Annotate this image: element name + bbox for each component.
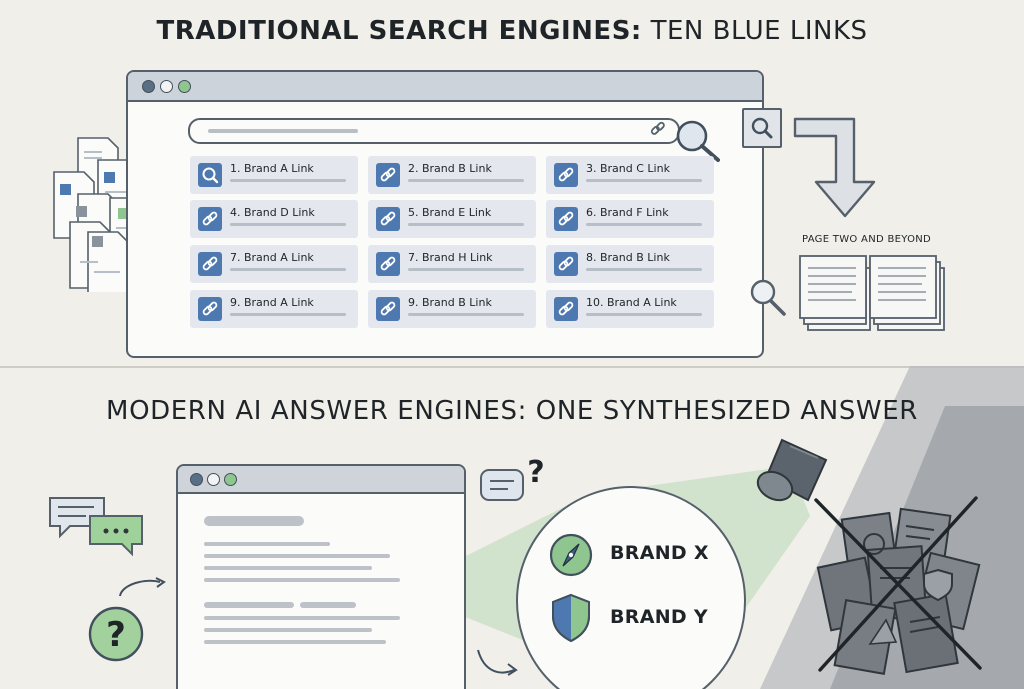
browser-titlebar	[128, 72, 762, 102]
cross-icon	[814, 496, 982, 672]
browser-titlebar	[178, 466, 464, 494]
window-dot-icon	[224, 473, 237, 486]
link-icon	[376, 252, 400, 276]
magnifier-icon	[676, 120, 720, 162]
result-link-label: 7. Brand A Link	[230, 251, 314, 264]
answer-text-lines	[204, 516, 400, 644]
search-placeholder	[208, 129, 358, 133]
question-icon: ?	[88, 577, 166, 662]
window-dot-icon	[142, 80, 155, 93]
search-button[interactable]	[742, 108, 782, 148]
compass-icon	[863, 533, 885, 555]
window-dot-icon	[207, 473, 220, 486]
arrow-down-icon	[793, 117, 876, 218]
result-link-label: 1. Brand A Link	[230, 162, 314, 175]
result-snippet-line	[230, 223, 346, 226]
result-snippet-line	[586, 179, 702, 182]
result-snippet-line	[408, 223, 524, 226]
result-snippet-line	[408, 179, 524, 182]
answer-circle	[516, 486, 746, 689]
result-snippet-line	[586, 313, 702, 316]
result-link-label: 9. Brand B Link	[408, 296, 492, 309]
title-traditional-bold: TRADITIONAL SEARCH ENGINES:	[156, 16, 642, 46]
link-icon	[376, 207, 400, 231]
search-bar[interactable]	[188, 118, 680, 144]
result-link-card[interactable]: 8. Brand B Link	[546, 245, 714, 283]
result-snippet-line	[586, 268, 702, 271]
result-link-label: 6. Brand F Link	[586, 206, 669, 219]
magnifier-icon	[751, 117, 773, 139]
result-link-card[interactable]: 1. Brand A Link	[190, 156, 358, 194]
result-link-label: 5. Brand E Link	[408, 206, 492, 219]
result-link-label: 3. Brand C Link	[586, 162, 670, 175]
result-link-label: 2. Brand B Link	[408, 162, 492, 175]
link-icon	[554, 163, 578, 187]
result-link-card[interactable]: 3. Brand C Link	[546, 156, 714, 194]
window-dot-icon	[178, 80, 191, 93]
link-icon	[376, 163, 400, 187]
shield-icon	[552, 593, 590, 643]
window-dot-icon	[160, 80, 173, 93]
result-snippet-line	[586, 223, 702, 226]
page-two-label: PAGE TWO AND BEYOND	[802, 234, 932, 245]
link-icon	[198, 297, 222, 321]
result-link-label: 9. Brand A Link	[230, 296, 314, 309]
result-link-card[interactable]: 7. Brand H Link	[368, 245, 536, 283]
link-icon	[376, 297, 400, 321]
link-icon	[554, 252, 578, 276]
result-snippet-line	[230, 268, 346, 271]
section-divider	[0, 366, 1024, 368]
title-traditional-light: TEN BLUE LINKS	[641, 16, 868, 46]
answer-brand-x: BRAND X	[610, 542, 709, 564]
title-modern: MODERN AI ANSWER ENGINES: ONE SYNTHESIZE…	[106, 396, 918, 426]
result-link-card[interactable]: 7. Brand A Link	[190, 245, 358, 283]
result-link-card[interactable]: 4. Brand D Link	[190, 200, 358, 238]
magnifier-icon	[198, 163, 222, 187]
result-link-label: 8. Brand B Link	[586, 251, 670, 264]
result-link-label: 4. Brand D Link	[230, 206, 315, 219]
result-snippet-line	[408, 268, 524, 271]
link-icon	[650, 121, 665, 135]
result-snippet-line	[408, 313, 524, 316]
link-icon	[554, 297, 578, 321]
link-icon	[198, 207, 222, 231]
result-link-card[interactable]: 5. Brand E Link	[368, 200, 536, 238]
result-link-card[interactable]: 9. Brand A Link	[190, 290, 358, 328]
result-link-card[interactable]: 2. Brand B Link	[368, 156, 536, 194]
arrow-icon	[477, 649, 518, 676]
svg-text:?: ?	[527, 455, 544, 490]
rejected-documents-pile	[814, 496, 982, 675]
chat-bubble-icon: ?	[480, 455, 545, 501]
result-snippet-line	[230, 179, 346, 182]
link-icon	[554, 207, 578, 231]
svg-text:?: ?	[106, 615, 126, 655]
link-icon	[198, 252, 222, 276]
result-link-label: 10. Brand A Link	[586, 296, 677, 309]
spotlight-icon	[756, 438, 828, 502]
magnifier-icon	[750, 279, 786, 316]
result-link-label: 7. Brand H Link	[408, 251, 493, 264]
chat-bubble-icon	[49, 497, 143, 557]
result-link-card[interactable]: 10. Brand A Link	[546, 290, 714, 328]
shield-icon	[923, 568, 953, 602]
result-snippet-line	[230, 313, 346, 316]
compass-icon	[549, 533, 593, 577]
answer-brand-y: BRAND Y	[610, 606, 708, 628]
result-link-card[interactable]: 9. Brand B Link	[368, 290, 536, 328]
open-books-icon	[799, 255, 945, 331]
result-link-card[interactable]: 6. Brand F Link	[546, 200, 714, 238]
title-traditional: TRADITIONAL SEARCH ENGINES: TEN BLUE LIN…	[0, 16, 1024, 46]
browser-window-modern	[176, 464, 466, 689]
window-dot-icon	[190, 473, 203, 486]
